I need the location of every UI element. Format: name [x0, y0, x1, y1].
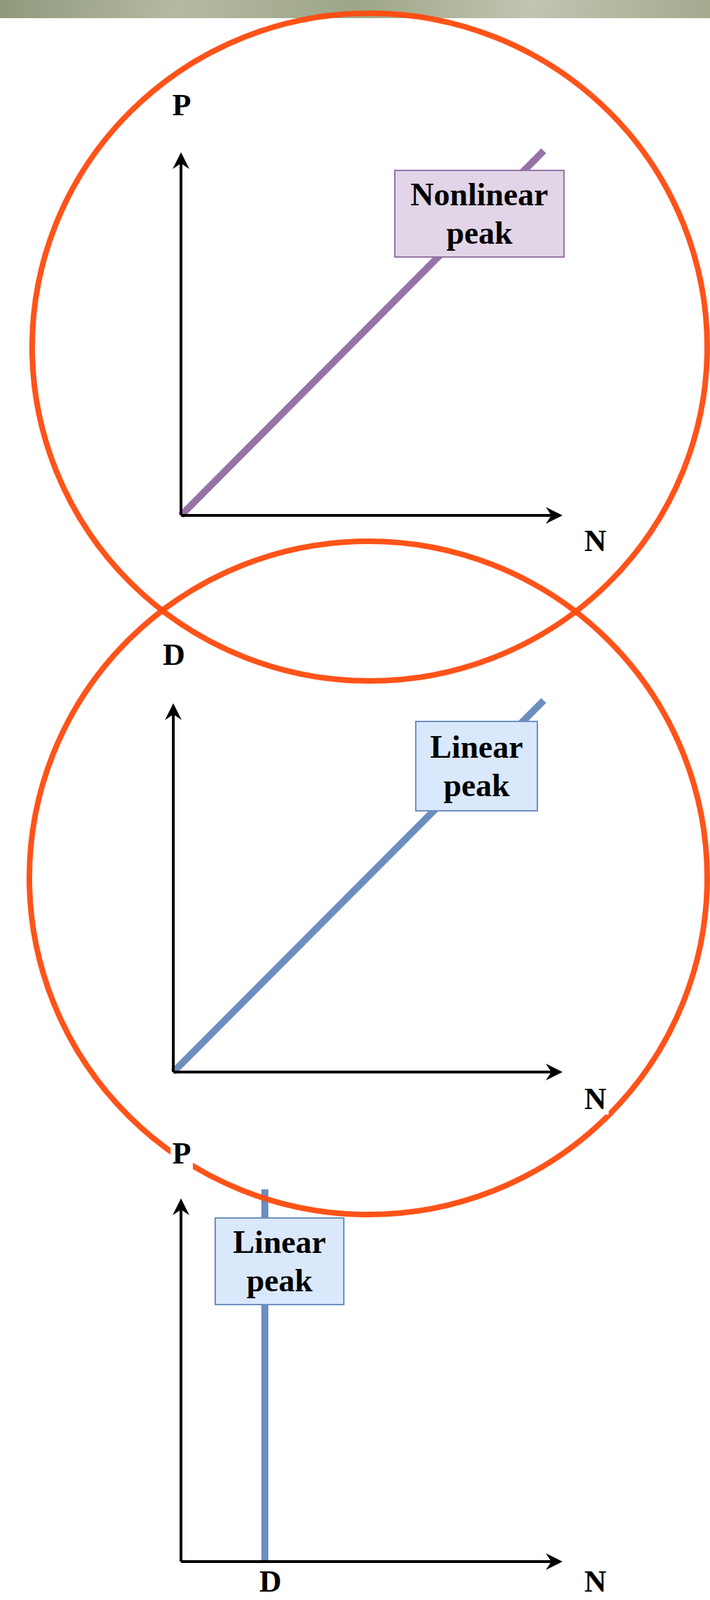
- label-box: Linear peak: [214, 1218, 345, 1307]
- x-axis: [180, 514, 560, 518]
- y-axis: [171, 706, 175, 1073]
- axis-label: D: [257, 1567, 284, 1599]
- axis-label: N: [582, 526, 609, 557]
- linear-line: [173, 700, 544, 1073]
- box-text: Linear peak: [224, 1223, 335, 1301]
- x-axis: [173, 1071, 560, 1075]
- axis-label: N: [582, 1567, 609, 1599]
- label-box: Nonlinear peak: [394, 169, 565, 258]
- x-axis: [180, 1561, 560, 1564]
- box-text: Linear peak: [424, 728, 529, 806]
- y-axis: [179, 1201, 183, 1563]
- axis-label: D: [160, 640, 188, 671]
- highlight-circle: [29, 541, 708, 1216]
- box-text: Nonlinear peak: [403, 175, 555, 253]
- axis-label: P: [170, 90, 194, 121]
- axis-label: P: [170, 1139, 194, 1170]
- label-box: Linear peak: [415, 721, 539, 813]
- axis-label: N: [582, 1084, 609, 1116]
- highlight-circle: [32, 13, 708, 682]
- y-axis: [179, 155, 183, 516]
